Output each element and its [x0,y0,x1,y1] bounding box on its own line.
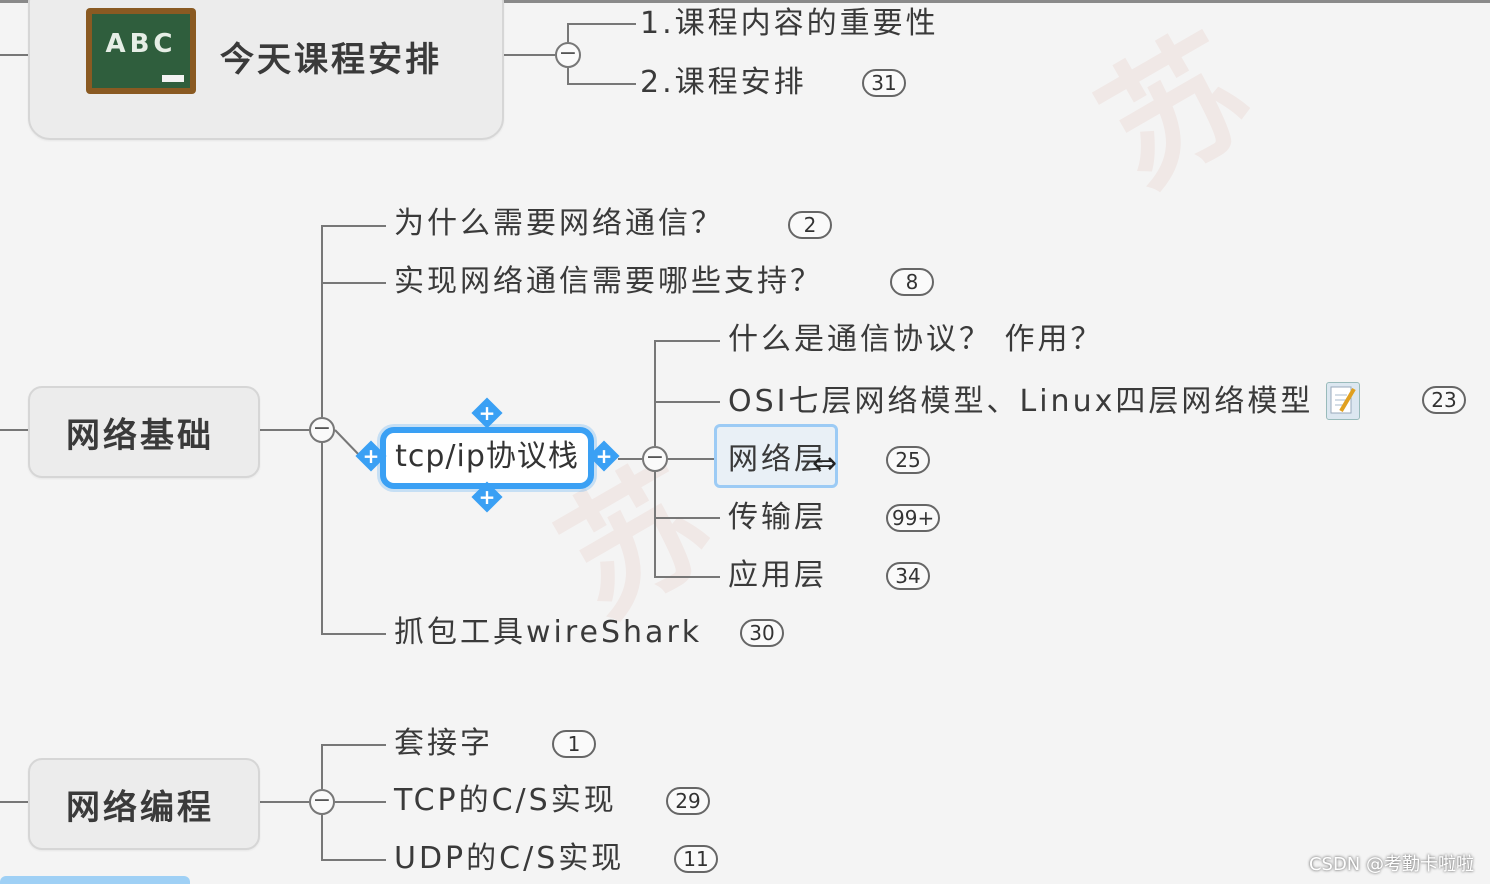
note-edit-icon[interactable] [1326,382,1360,420]
basics-item-wireshark[interactable]: 抓包工具wireShark [394,615,703,650]
basics-item-support-badge[interactable]: 8 [890,268,934,296]
course-item-schedule-badge[interactable]: 31 [862,69,906,97]
tcp-child-application-layer-badge[interactable]: 34 [886,562,930,590]
basics-item-support[interactable]: 实现网络通信需要哪些支持？ [394,264,823,299]
course-item-importance[interactable]: 1.课程内容的重要性 [640,6,939,41]
programming-item-udp-badge[interactable]: 11 [674,845,718,873]
chalkboard-icon: ABC [86,8,196,94]
partial-node-bottom[interactable] [0,876,190,884]
resize-handle-right[interactable]: + [588,440,620,472]
tcp-child-transport-layer[interactable]: 传输层 [728,500,827,535]
csdn-watermark: CSDN @考勤卡啦啦 [1308,854,1474,875]
resize-handle-left[interactable]: + [355,440,387,472]
tcp-child-osi-badge[interactable]: 23 [1422,386,1466,414]
programming-item-tcp[interactable]: TCP的C/S实现 [394,783,617,818]
programming-item-socket[interactable]: 套接字 [394,726,493,761]
basics-item-why[interactable]: 为什么需要网络通信？ [394,206,724,241]
basics-title[interactable]: 网络基础 [66,416,214,456]
tcp-ip-label: tcp/ip协议栈 [395,439,579,474]
collapse-tcp-toggle[interactable]: − [642,446,668,472]
course-title[interactable]: 今天课程安排 [220,40,442,80]
chalkboard-text: ABC [105,29,177,59]
programming-item-socket-badge[interactable]: 1 [552,730,596,758]
move-cursor-icon: ⇔ [812,446,838,481]
collapse-basics-toggle[interactable]: − [309,417,335,443]
programming-title[interactable]: 网络编程 [66,788,214,828]
tcp-child-application-layer[interactable]: 应用层 [728,558,827,593]
top-border [0,0,1490,3]
tcp-child-osi[interactable]: OSI七层网络模型、Linux四层网络模型 [728,384,1314,419]
collapse-programming-toggle[interactable]: − [309,789,335,815]
resize-handle-top[interactable]: + [471,397,503,429]
tcp-child-protocol[interactable]: 什么是通信协议？ 作用？ [728,322,1104,357]
tcp-child-transport-layer-badge[interactable]: 99+ [886,504,941,532]
course-item-schedule[interactable]: 2.课程安排 [640,65,807,100]
resize-handle-bottom[interactable]: + [471,481,503,513]
basics-card[interactable] [28,386,260,478]
programming-card[interactable] [28,758,260,850]
tcp-child-network-layer-badge[interactable]: 25 [886,446,930,474]
programming-item-tcp-badge[interactable]: 29 [666,787,710,815]
collapse-course-toggle[interactable]: − [555,42,581,68]
basics-item-wireshark-badge[interactable]: 30 [740,619,784,647]
tcp-child-network-layer[interactable]: 网络层 [728,442,827,477]
programming-item-udp[interactable]: UDP的C/S实现 [394,841,625,876]
selected-node-highlight[interactable] [714,424,838,488]
tcp-ip-node[interactable]: tcp/ip协议栈 [380,427,594,489]
basics-item-why-badge[interactable]: 2 [788,211,832,239]
